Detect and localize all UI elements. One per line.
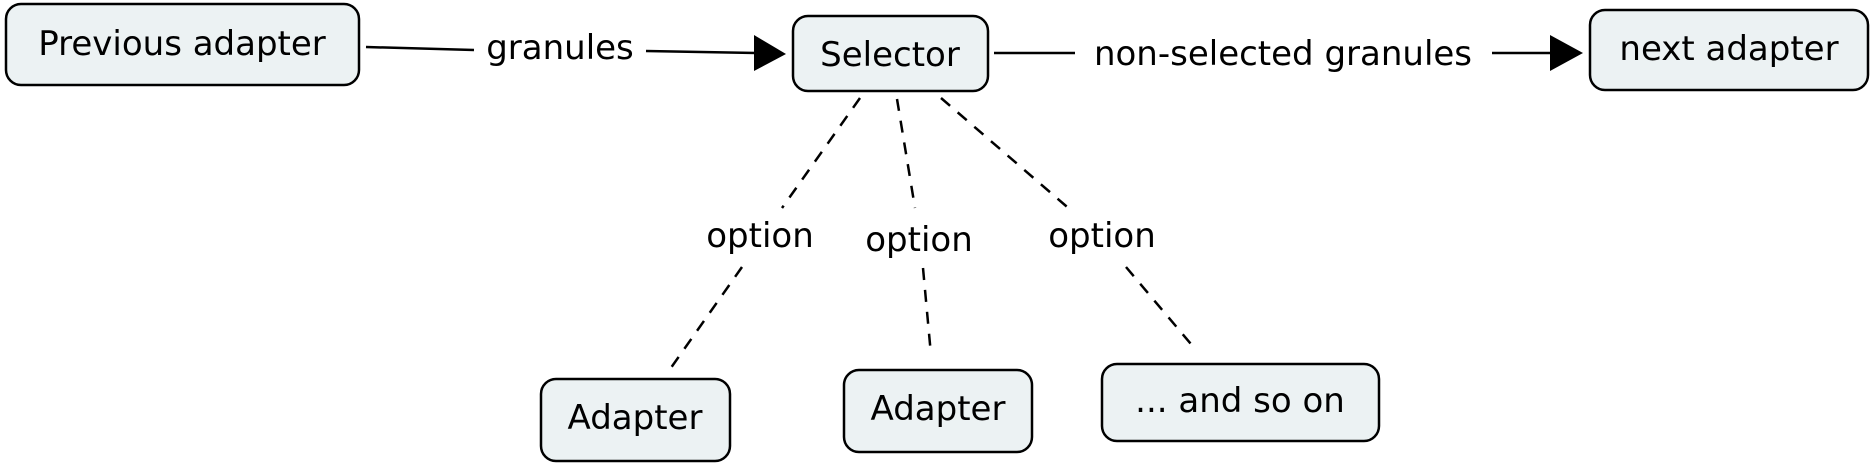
- edge-option-1-line-top: [780, 97, 862, 209]
- node-selector-label: Selector: [820, 35, 960, 75]
- edge-label-option-2: option: [865, 220, 973, 260]
- node-and-so-on-label: ... and so on: [1135, 381, 1345, 421]
- node-adapter-left-box: [539, 377, 732, 463]
- edge-granules-line-end: [645, 49, 757, 55]
- edge-label-granules: granules: [486, 28, 634, 68]
- edge-label-option-3: option: [1048, 216, 1156, 256]
- node-next-adapter: next adapter: [1588, 8, 1870, 92]
- node-previous-adapter: Previous adapter: [4, 2, 361, 87]
- node-and-so-on-box: [1100, 362, 1381, 443]
- edge-option-2-line-bottom: [921, 267, 933, 356]
- edge-label-option-1: option: [706, 216, 814, 256]
- node-adapter-left-label: Adapter: [568, 398, 703, 438]
- node-and-so-on: ... and so on: [1100, 362, 1381, 443]
- edge-non-selected-arrowhead: [1550, 35, 1583, 71]
- edge-granules-line-start: [365, 45, 475, 52]
- edge-label-non-selected: non-selected granules: [1094, 34, 1472, 74]
- node-selector: Selector: [791, 14, 990, 93]
- edge-granules-arrowhead: [754, 35, 786, 71]
- node-adapter-left: Adapter: [539, 377, 732, 463]
- edge-option-3-line-bottom: [1125, 266, 1197, 351]
- edge-option-1-line-bottom: [666, 266, 744, 373]
- node-adapter-middle: Adapter: [842, 368, 1034, 454]
- node-previous-adapter-label: Previous adapter: [38, 24, 326, 64]
- node-selector-box: [791, 14, 990, 93]
- edge-option-2-line-top: [895, 98, 917, 209]
- node-next-adapter-box: [1588, 8, 1870, 92]
- node-adapter-middle-label: Adapter: [871, 389, 1006, 429]
- edge-option-3-line-top: [940, 97, 1074, 213]
- node-next-adapter-label: next adapter: [1619, 29, 1838, 69]
- node-previous-adapter-box: [4, 2, 361, 87]
- node-adapter-middle-box: [842, 368, 1034, 454]
